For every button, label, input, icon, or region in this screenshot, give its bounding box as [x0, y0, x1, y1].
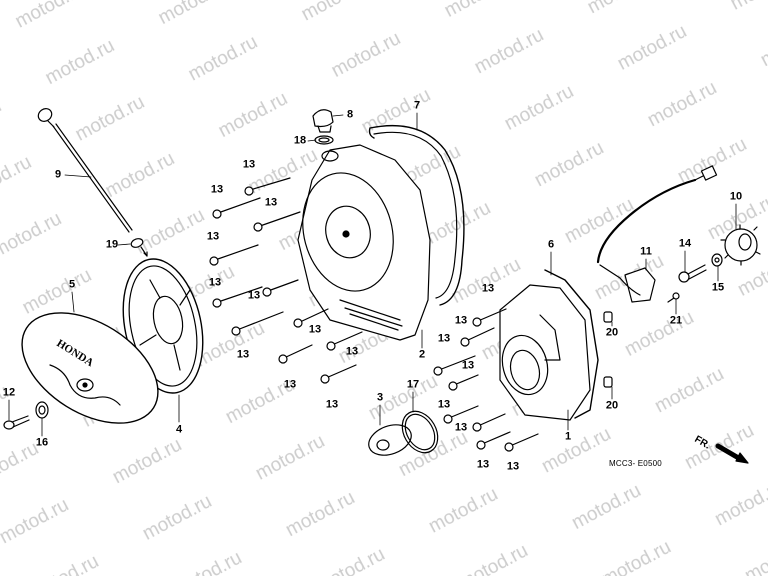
callout-5[interactable]: 5	[68, 278, 76, 291]
callout-13[interactable]: 13	[476, 458, 490, 471]
dipstick-part[interactable]	[36, 106, 133, 233]
dowel-pin-20a[interactable]	[603, 311, 613, 323]
callout-13[interactable]: 13	[437, 332, 451, 345]
callout-14[interactable]: 14	[678, 237, 692, 250]
callout-13[interactable]: 13	[247, 289, 261, 302]
callout-13[interactable]: 13	[208, 276, 222, 289]
washer-15-part[interactable]	[711, 253, 723, 267]
callout-16[interactable]: 16	[35, 436, 49, 449]
callout-20[interactable]: 20	[605, 399, 619, 412]
callout-3[interactable]: 3	[376, 391, 384, 404]
callout-13[interactable]: 13	[283, 378, 297, 391]
callout-13[interactable]: 13	[481, 282, 495, 295]
callout-13[interactable]: 13	[264, 196, 278, 209]
callout-21[interactable]: 21	[669, 314, 683, 327]
pulser-rotor-part[interactable]	[720, 224, 761, 266]
bolt-14-part[interactable]	[678, 264, 707, 283]
callout-13[interactable]: 13	[454, 314, 468, 327]
front-direction-arrow	[715, 443, 749, 464]
clutch-cover-part[interactable]	[290, 144, 431, 341]
callout-6[interactable]: 6	[547, 238, 555, 251]
callout-2[interactable]: 2	[418, 348, 426, 361]
dowel-pin-20b[interactable]	[603, 376, 613, 388]
gasket-front-part[interactable]	[544, 269, 599, 419]
gasket-rear-part[interactable]	[368, 124, 465, 306]
callout-13[interactable]: 13	[506, 460, 520, 473]
callout-7[interactable]: 7	[413, 99, 421, 112]
callout-13[interactable]: 13	[461, 359, 475, 372]
bolt-12-part[interactable]	[3, 415, 30, 430]
callout-11[interactable]: 11	[640, 245, 652, 258]
diagram-code: MCC3- E0500	[609, 459, 662, 468]
leader-lines	[8, 112, 737, 437]
screw-21-part[interactable]	[667, 292, 680, 303]
oil-filler-cap-part[interactable]	[312, 109, 334, 133]
callout-19[interactable]: 19	[105, 238, 119, 251]
callout-13[interactable]: 13	[437, 398, 451, 411]
pulse-generator-part[interactable]	[599, 264, 656, 303]
flange-bolts-13[interactable]	[209, 177, 539, 452]
callout-18[interactable]: 18	[293, 134, 307, 147]
o-ring-18-part[interactable]	[314, 135, 334, 145]
callout-10[interactable]: 10	[729, 190, 743, 203]
pulse-generator-wire[interactable]	[596, 165, 718, 264]
callout-9[interactable]: 9	[54, 168, 62, 181]
callout-20[interactable]: 20	[605, 326, 619, 339]
o-ring-19[interactable]	[130, 237, 148, 257]
callout-12[interactable]: 12	[2, 386, 16, 399]
callout-13[interactable]: 13	[210, 183, 224, 196]
callout-13[interactable]: 13	[325, 398, 339, 411]
o-ring-17-part[interactable]	[395, 405, 445, 459]
callout-13[interactable]: 13	[236, 348, 250, 361]
grommet-16-part[interactable]	[35, 401, 49, 419]
callout-13[interactable]: 13	[308, 323, 322, 336]
front-cover-part[interactable]	[496, 284, 591, 421]
callout-4[interactable]: 4	[175, 423, 183, 436]
callout-15[interactable]: 15	[711, 281, 725, 294]
callout-13[interactable]: 13	[206, 230, 220, 243]
cap-3-part[interactable]	[365, 419, 416, 460]
callout-13[interactable]: 13	[345, 345, 359, 358]
callout-17[interactable]: 17	[406, 378, 420, 391]
callout-8[interactable]: 8	[346, 108, 354, 121]
callout-13[interactable]: 13	[454, 421, 468, 434]
callout-13[interactable]: 13	[242, 158, 256, 171]
honda-cover-part[interactable]: HONDA	[3, 290, 178, 446]
callout-1[interactable]: 1	[564, 430, 572, 443]
